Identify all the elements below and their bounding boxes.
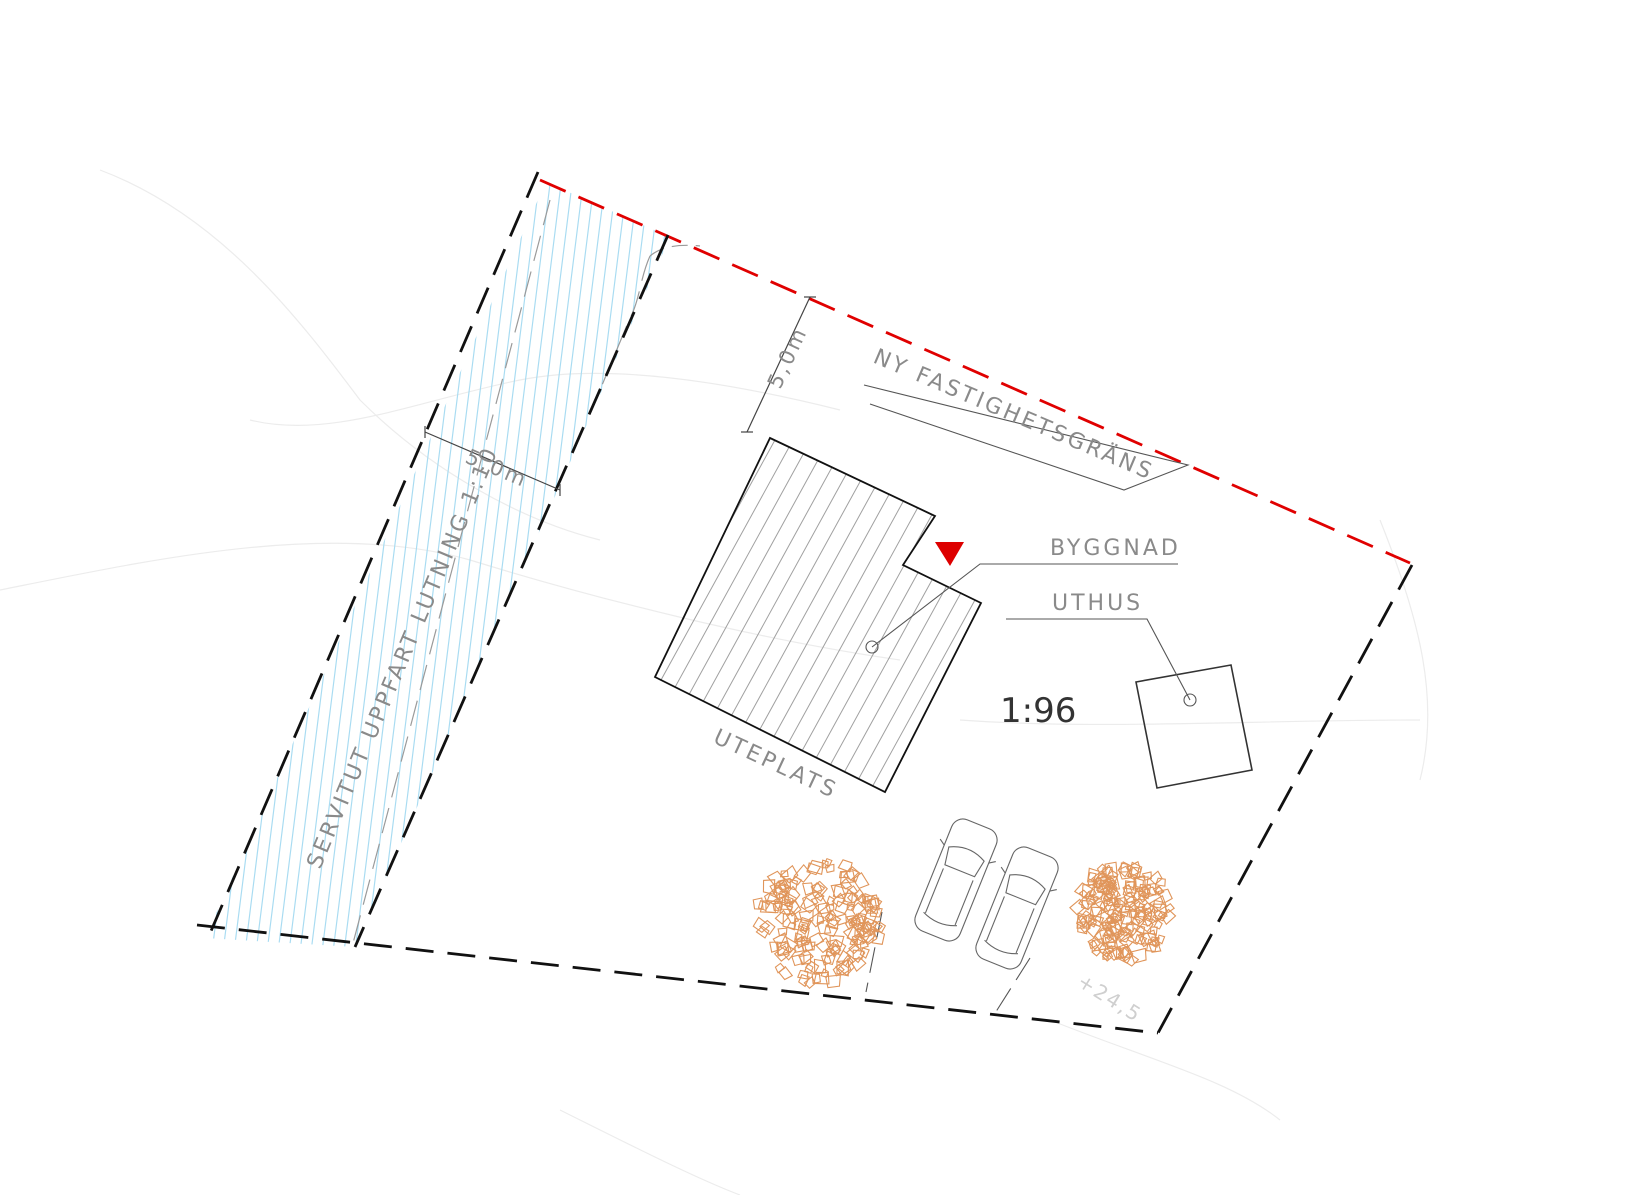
car-icon [975,846,1059,970]
label-building: BYGGNAD [1050,536,1181,561]
label-outbuilding: UTHUS [1052,591,1143,616]
easement-curve [599,255,651,391]
building [653,436,983,794]
boundary-left [206,171,540,939]
easement-area [205,182,701,948]
tree-icon [752,857,887,989]
terrain-contours [0,169,1429,1195]
entrance-marker-icon [935,542,964,566]
leader-lines [863,384,1197,707]
easement-top-arc [649,244,701,257]
outbuilding [1135,664,1253,789]
driveway-edges [865,911,1031,1019]
boundary-right [1156,564,1414,1034]
tree-icon [1069,860,1177,967]
dimension-lines [424,296,816,496]
easement-right-line [353,234,670,948]
dimension-top-label: 5,0m [763,322,813,392]
car-icon [914,818,998,942]
boundary-bottom [196,923,1159,1035]
label-property-boundary: NY FASTIGHETSGRÄNS [870,344,1158,486]
easement-inner-line [351,199,551,948]
label-easement: SERVITUT UPPFART LUTNING 1:10 [303,442,504,872]
elevation-label: +24,5 [1073,969,1146,1027]
property-boundary [196,171,1414,1035]
boundary-new-line [539,178,1411,565]
scale-label: 1:96 [1000,691,1076,731]
